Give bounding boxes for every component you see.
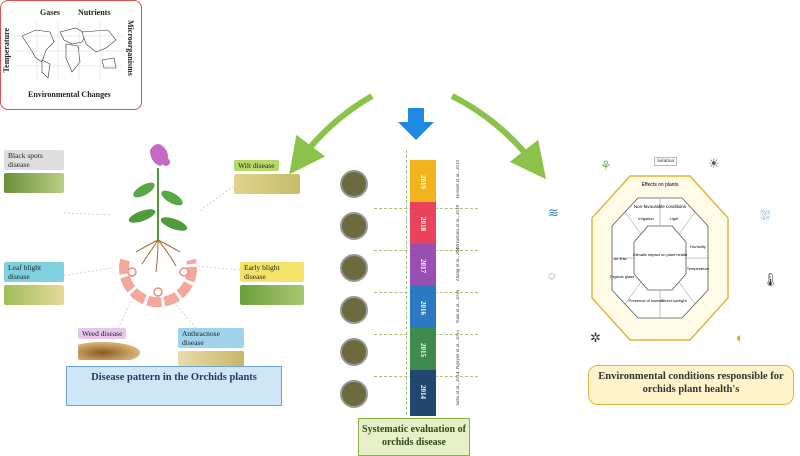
orchid-plant-illustration — [119, 144, 197, 308]
pot-icon: ◌ — [548, 268, 556, 283]
disease-tag: Anthracnose disease — [178, 328, 244, 348]
timeline-reference: Nguyen et al., 2015 — [456, 330, 461, 370]
insect-icon: ✲ — [590, 330, 601, 345]
timeline-year-2019: 2019 — [410, 160, 436, 206]
sector-irrigation: Irrigation — [638, 216, 654, 221]
disease-card-weed: Weed disease — [78, 328, 140, 360]
world-map-icon — [16, 22, 122, 80]
sector-presence-of-insects: Presence of insects — [629, 298, 664, 303]
sector-light: Light — [670, 216, 680, 221]
timeline-year-2017: 2017 — [410, 244, 436, 290]
leaf-image — [4, 173, 64, 193]
disease-card-leaf-blight: Leaf blight disease — [4, 262, 64, 305]
disease-card-anthracnose: Anthracnose disease — [178, 328, 244, 369]
plant-pot-icon: ⚘ — [600, 158, 612, 173]
timeline-year-2016: 2016 — [410, 286, 436, 332]
disease-tag: Black spots disease — [4, 150, 64, 170]
sector-humidity: Humidity — [690, 244, 706, 249]
timeline-reference: Yuan et al., 2016 — [456, 290, 461, 324]
timeline-reference: Zhang et al., 2017 — [456, 245, 461, 282]
disease-tag: Wilt disease — [234, 160, 279, 171]
sun-icon: ☀ — [708, 156, 720, 171]
leaf-image — [178, 351, 244, 369]
right-caption: Environmental conditions responsible for… — [588, 365, 794, 405]
sunlight-icon: ◐ — [736, 330, 744, 345]
sector-temperature: Temperature — [687, 266, 710, 271]
octagon-middle-label: Non-favourable conditions — [634, 204, 687, 209]
timeline-photo — [340, 170, 368, 198]
timeline-year-2018: 2018 — [410, 202, 436, 248]
left-caption: Disease pattern in the Orchids plants — [66, 366, 282, 406]
timeline-reference: Sabu et al., 2014 — [456, 372, 461, 406]
octagon-outer-label: Effects on plants — [642, 182, 679, 188]
leaf-image — [234, 174, 300, 194]
airflow-icon: ≋ — [548, 205, 559, 220]
middle-caption: Systematic evaluation of orchids disease — [358, 418, 470, 456]
disease-tag: Weed disease — [78, 328, 127, 339]
octagon-center-label: Climatic impact on plant health — [633, 252, 687, 257]
disease-card-wilt: Wilt disease — [234, 160, 300, 194]
microorganisms-label: Microorganisms — [126, 20, 135, 76]
sector-organic-glass: Organic glass — [610, 274, 634, 279]
environmental-changes-box: Gases Nutrients Temperature Microorganis… — [0, 0, 142, 110]
environmental-changes-label: Environmental Changes — [28, 90, 111, 99]
timeline-photo — [340, 380, 368, 408]
leaf-image — [4, 285, 64, 305]
gases-label: Gases — [40, 8, 60, 17]
leaf-image — [78, 342, 140, 360]
solution-tag: Solution — [654, 157, 677, 166]
leaf-image — [240, 285, 304, 305]
thermometer-icon: 🌡 — [762, 272, 779, 287]
disease-card-early-blight: Early blight disease — [240, 262, 304, 305]
timeline-reference: Hossen et al., 2019 — [456, 160, 461, 199]
timeline-axis — [406, 150, 407, 415]
timeline-photo — [340, 296, 368, 324]
timeline-photo — [340, 254, 368, 282]
sector-air-flow: Air flow — [613, 256, 626, 261]
timeline-year-2014: 2014 — [410, 370, 436, 416]
nutrients-label: Nutrients — [78, 8, 111, 17]
disease-tag: Early blight disease — [240, 262, 304, 282]
timeline-photo — [340, 338, 368, 366]
humidifier-icon: ⛆ — [760, 208, 771, 223]
disease-card-black-spots: Black spots disease — [4, 150, 64, 193]
disease-tag: Leaf blight disease — [4, 262, 64, 282]
octagon-diagram: Effects on plants Non-favourable conditi… — [591, 175, 729, 341]
sector-direct-sunlight: Direct sunlight — [661, 298, 687, 303]
timeline-photo — [340, 212, 368, 240]
timeline-year-2015: 2015 — [410, 328, 436, 374]
